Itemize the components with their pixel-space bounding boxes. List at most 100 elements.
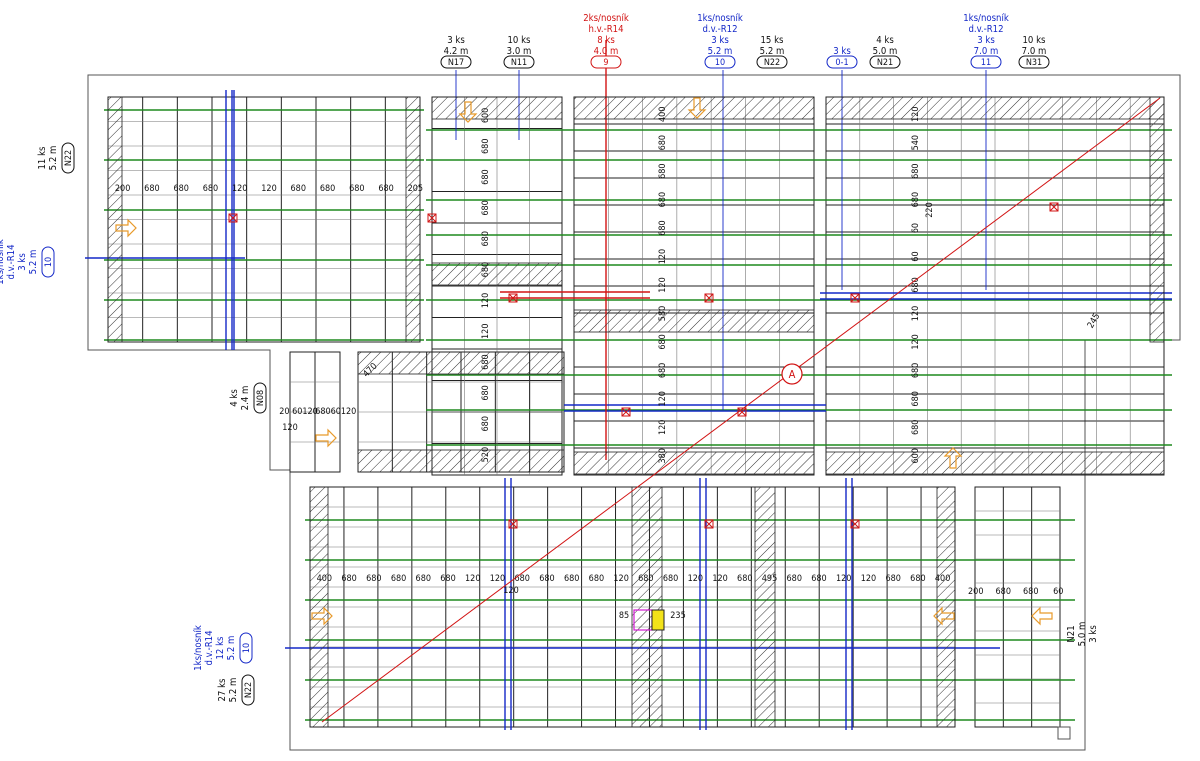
callout-text: 4 ks — [229, 389, 240, 407]
dimension-label: 120 — [911, 306, 921, 321]
dimension-label: 200 — [115, 184, 130, 194]
dimension-label: 120 — [836, 574, 851, 584]
callout-text: 11 ks — [37, 146, 48, 170]
callout-tag — [826, 55, 858, 69]
dimension-label: 60 — [292, 407, 302, 417]
hatched-strip — [825, 96, 1165, 120]
dimension-label: 520 — [481, 447, 491, 462]
callout-tag-label: 9 — [603, 58, 608, 68]
callout-tag — [503, 55, 535, 69]
dimension-label: 220 — [925, 202, 935, 217]
callout-text: 4.2 m — [444, 46, 469, 57]
cross-mark — [427, 213, 437, 223]
callout-tag-label: N22 — [64, 150, 74, 166]
callout-text: 1ks/nosník — [0, 239, 6, 285]
dimension-label: 120 — [341, 407, 356, 417]
section-line-a — [321, 97, 1161, 723]
dimension-label: 120 — [911, 107, 921, 122]
callout-text: 5.2 m — [760, 46, 785, 57]
dimension-label: 680 — [416, 574, 431, 584]
callout-tag-label: 11 — [981, 58, 991, 68]
callout-text: 3 ks — [977, 35, 995, 46]
hatched-strip — [357, 449, 565, 473]
dimension-label: 680 — [481, 262, 491, 277]
callout-text: 5.0 m — [1077, 622, 1088, 647]
callout-tag — [869, 55, 901, 69]
callout-text: h.v.-R14 — [588, 24, 623, 35]
hatched-strip — [936, 486, 956, 728]
cross-mark — [621, 407, 631, 417]
dimension-label: 680 — [203, 184, 218, 194]
corner-square — [1057, 726, 1071, 740]
cross-mark — [850, 293, 860, 303]
hatched-strip — [573, 451, 815, 475]
callout-text: 1ks/nosník — [963, 13, 1009, 24]
cross-mark — [621, 407, 631, 417]
dimension-label: 680 — [658, 220, 668, 235]
dimension-label: 120 — [282, 423, 297, 433]
hatched-strip — [1149, 96, 1165, 343]
callout-text: d.v.-R14 — [6, 244, 17, 279]
dimension-label: 680 — [349, 184, 364, 194]
callout-text: 1ks/nosník — [697, 13, 743, 24]
dimension-label: 120 — [232, 184, 247, 194]
callout-text: 3.0 m — [507, 46, 532, 57]
dimension-label: 680 — [144, 184, 159, 194]
dimension-label: 680 — [481, 385, 491, 400]
callout-text: 10 ks — [1023, 35, 1047, 46]
dimension-label: 380 — [658, 448, 668, 463]
cross-mark — [1049, 202, 1059, 212]
callout-text: 2.4 m — [240, 386, 251, 411]
cross-mark — [704, 293, 714, 303]
dimension-label: 120 — [481, 324, 491, 339]
callout-tag-label: N31 — [1026, 58, 1042, 68]
callout-tag-label: N22 — [764, 58, 780, 68]
hatched-strip — [309, 486, 329, 728]
dimension-label: 680 — [378, 184, 393, 194]
building-outline — [87, 74, 1181, 751]
callout-tag-label: 10 — [44, 257, 54, 267]
beam-lines — [85, 40, 1172, 730]
callout-text: 5.2 m — [48, 146, 59, 171]
hatched-strip — [431, 262, 563, 286]
callout-text: d.v.-R12 — [968, 24, 1003, 35]
dimension-label: 120 — [465, 574, 480, 584]
direction-arrow-icon — [1031, 606, 1053, 626]
callout-text: 3 ks — [17, 253, 28, 271]
callout-text: 4.0 m — [594, 46, 619, 57]
callout-tag-label: N17 — [448, 58, 464, 68]
section-marker: A — [781, 363, 803, 385]
dimension-label: 680 — [315, 407, 330, 417]
dimension-label: 680 — [658, 334, 668, 349]
cross-mark — [1049, 202, 1059, 212]
dimension-label: 680 — [996, 587, 1011, 597]
hatched-strip — [405, 96, 421, 343]
dimension-label: 680 — [173, 184, 188, 194]
callout-text: d.v.-R12 — [702, 24, 737, 35]
callout-tag-label: 10 — [242, 643, 252, 653]
callout-text: 7.0 m — [974, 46, 999, 57]
dimension-label: 600 — [911, 448, 921, 463]
dimension-label: 680 — [638, 574, 653, 584]
dimension-label: 680 — [658, 163, 668, 178]
dimension-label: 580 — [658, 306, 668, 321]
dimension-label: 60 — [331, 407, 341, 417]
dimension-label: 680 — [658, 135, 668, 150]
dimension-label: 680 — [911, 163, 921, 178]
dimension-label: 120 — [302, 407, 317, 417]
callout-tag — [61, 142, 75, 174]
dimension-label: 60 — [911, 223, 921, 233]
dimension-label: 680 — [481, 169, 491, 184]
dimension-label: 120 — [658, 391, 668, 406]
dimension-label: 120 — [490, 574, 505, 584]
dimension-label: 120 — [503, 586, 518, 596]
dimension-label: 680 — [320, 184, 335, 194]
dimension-label: 120 — [658, 277, 668, 292]
dimension-label: 400 — [658, 107, 668, 122]
callout-tag-label: N21 — [877, 58, 893, 68]
